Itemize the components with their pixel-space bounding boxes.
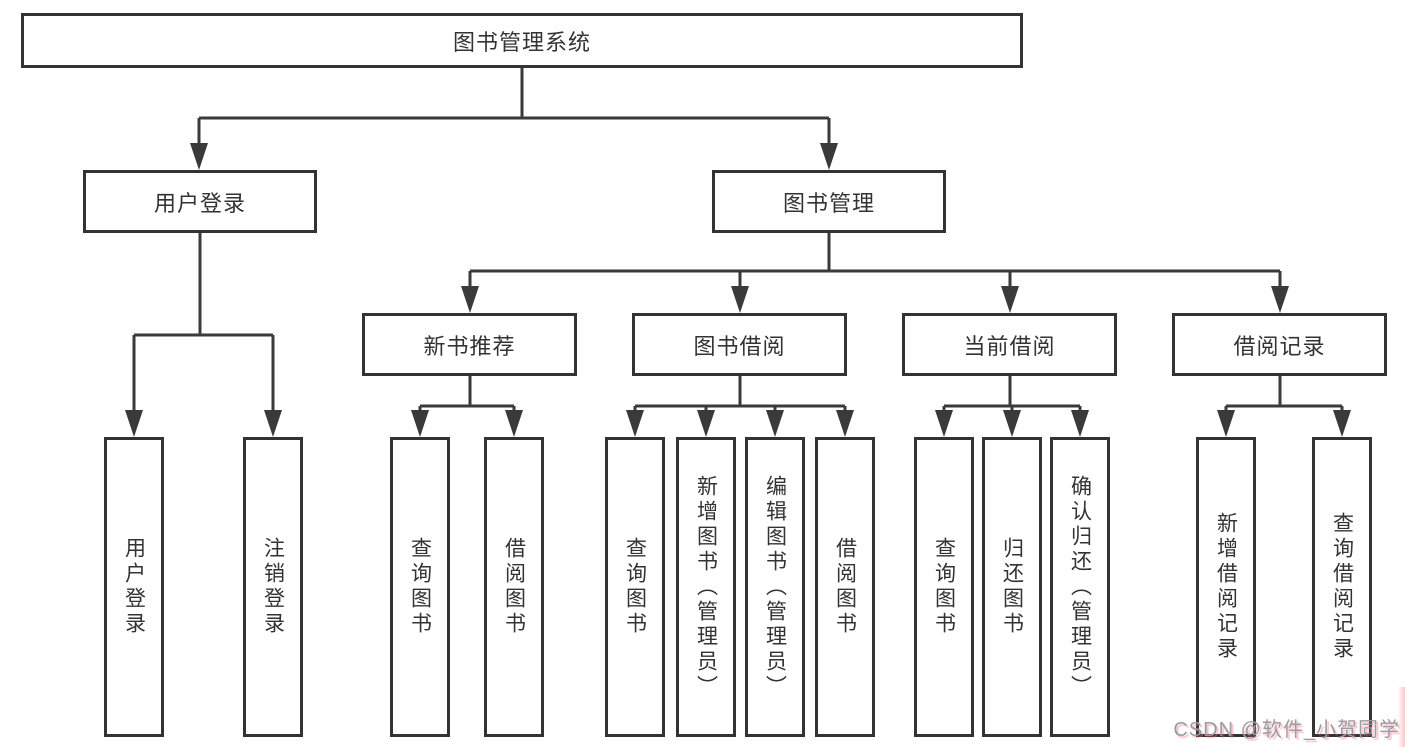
node-new-book-recommendation: 新书推荐 xyxy=(362,313,577,376)
node-book-management: 图书管理 xyxy=(712,170,946,233)
leaf-query-books-recommendation: 查询图书 xyxy=(390,437,450,737)
arrowhead-icon xyxy=(1333,410,1351,437)
arrowhead-icon xyxy=(697,410,715,437)
arrowhead-icon xyxy=(731,286,749,313)
leaf-add-borrow-record: 新增借阅记录 xyxy=(1196,437,1256,737)
node-book-borrowing: 图书借阅 xyxy=(632,313,847,376)
leaf-query-books-current: 查询图书 xyxy=(914,437,974,737)
arrowhead-icon xyxy=(1271,286,1289,313)
leaf-query-books-borrowing: 查询图书 xyxy=(605,437,665,737)
arrowhead-icon xyxy=(820,143,838,170)
node-root-title: 图书管理系统 xyxy=(21,13,1023,68)
leaf-edit-books-admin: 编辑图书（管理员） xyxy=(745,437,805,737)
arrowhead-icon xyxy=(766,410,784,437)
arrowhead-icon xyxy=(264,410,282,437)
arrowhead-icon xyxy=(1001,286,1019,313)
edge-lines xyxy=(132,68,1344,433)
arrowhead-icon xyxy=(1071,410,1089,437)
leaf-query-borrow-record: 查询借阅记录 xyxy=(1312,437,1372,737)
leaf-add-books-admin: 新增图书（管理员） xyxy=(676,437,736,737)
arrowhead-icon xyxy=(935,410,953,437)
arrowhead-icon xyxy=(125,410,143,437)
node-borrowing-records: 借阅记录 xyxy=(1172,313,1387,376)
arrowhead-icon xyxy=(461,286,479,313)
watermark-edge-tint xyxy=(1398,687,1405,747)
leaf-user-login: 用户登录 xyxy=(104,437,164,737)
arrowhead-icon xyxy=(411,410,429,437)
arrowhead-icon xyxy=(1217,410,1235,437)
node-user-login: 用户登录 xyxy=(83,170,317,233)
arrowhead-icon xyxy=(505,410,523,437)
arrowhead-icon xyxy=(190,143,208,170)
csdn-watermark: CSDN @软件_小贺同学 xyxy=(1173,719,1400,741)
leaf-logout: 注销登录 xyxy=(243,437,303,737)
leaf-return-books: 归还图书 xyxy=(982,437,1042,737)
arrowhead-icon xyxy=(836,410,854,437)
leaf-borrow-books: 借阅图书 xyxy=(815,437,875,737)
node-current-borrowing: 当前借阅 xyxy=(902,313,1117,376)
arrowhead-icon xyxy=(626,410,644,437)
arrowhead-icon xyxy=(1003,410,1021,437)
leaf-borrow-books-recommendation: 借阅图书 xyxy=(484,437,544,737)
leaf-confirm-return-admin: 确认归还（管理员） xyxy=(1050,437,1110,737)
